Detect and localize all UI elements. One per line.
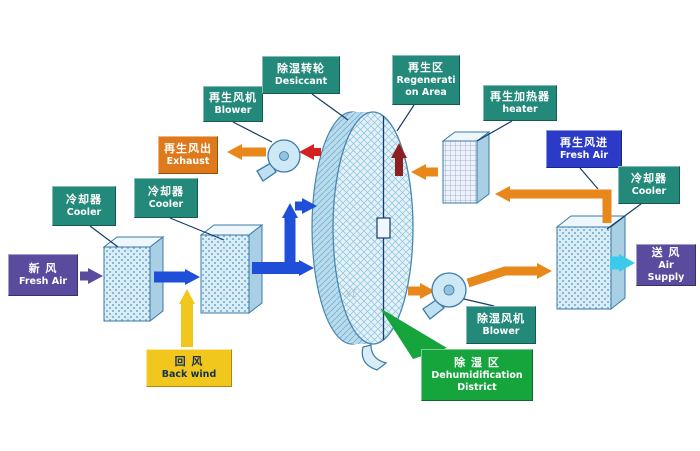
label-pointer-lines xyxy=(89,93,642,307)
label-desiccant-wheel-zh: 除湿转轮 xyxy=(277,61,325,75)
label-regen-blower-zh: 再生风机 xyxy=(209,90,257,104)
wheel-seal-curl-icon xyxy=(361,344,388,371)
label-dehum-blower: 除湿风机 Blower xyxy=(466,306,536,344)
wheel-axis-hub xyxy=(376,217,391,239)
label-regen-fresh-air-en: Fresh Air xyxy=(559,149,609,161)
label-regen-exhaust: 再生风出 Exhaust xyxy=(158,136,218,174)
label-dehum-blower-en: Blower xyxy=(482,325,520,337)
label-cooler-left-1-en: Cooler xyxy=(66,206,102,218)
label-cooler-right: 冷却器 Cooler xyxy=(618,166,680,204)
label-regen-heater: 再生加热器 heater xyxy=(483,85,557,121)
label-cooler-right-zh: 冷却器 xyxy=(631,171,667,185)
label-dehum-district-en: Dehumidification District xyxy=(431,369,523,394)
label-back-wind: 回 风 Back wind xyxy=(146,349,232,387)
label-regen-area-zh: 再生区 xyxy=(408,60,444,74)
label-dehum-district-zh: 除 湿 区 xyxy=(454,355,500,369)
label-regen-blower: 再生风机 Blower xyxy=(203,86,263,122)
regen-blower-fan-icon xyxy=(256,139,301,182)
label-air-supply-en: Air Supply xyxy=(647,259,685,284)
label-fresh-air-inlet-zh: 新 风 xyxy=(28,261,58,275)
label-regen-blower-en: Blower xyxy=(214,104,252,116)
label-back-wind-en: Back wind xyxy=(161,368,217,380)
label-desiccant-wheel: 除湿转轮 Desiccant xyxy=(262,56,340,94)
label-cooler-left-1-zh: 冷却器 xyxy=(66,192,102,206)
arrow-dehum-fan-to-cooler xyxy=(466,263,552,288)
label-desiccant-wheel-en: Desiccant xyxy=(274,75,328,87)
label-cooler-left-2-zh: 冷却器 xyxy=(148,184,184,198)
label-regen-area: 再生区 Regeneration Area xyxy=(392,55,460,105)
label-regen-exhaust-zh: 再生风出 xyxy=(164,141,212,155)
label-back-wind-zh: 回 风 xyxy=(174,354,204,368)
label-regen-fresh-air: 再生风进 Fresh Air xyxy=(546,130,622,168)
process-air-arrows xyxy=(80,198,635,347)
label-regen-heater-en: heater xyxy=(502,103,538,115)
dehum-blower-fan-icon xyxy=(422,272,467,320)
arrow-regen-inlet-to-heater xyxy=(495,186,612,223)
label-fresh-air-inlet: 新 风 Fresh Air xyxy=(8,254,78,296)
label-cooler-right-en: Cooler xyxy=(631,185,667,197)
label-air-supply: 送 风 Air Supply xyxy=(636,244,696,286)
label-cooler-left-2: 冷却器 Cooler xyxy=(134,178,198,218)
cooler-box-left-1 xyxy=(102,235,165,323)
dehum-district-pointer-wedge xyxy=(380,308,447,359)
label-air-supply-zh: 送 风 xyxy=(651,245,681,259)
label-fresh-air-inlet-en: Fresh Air xyxy=(18,275,68,287)
regen-heater-box xyxy=(441,131,491,204)
label-regen-exhaust-en: Exhaust xyxy=(166,155,210,167)
label-cooler-left-1: 冷却器 Cooler xyxy=(52,186,116,226)
label-regen-heater-zh: 再生加热器 xyxy=(490,89,550,103)
regen-air-arrows xyxy=(227,143,612,299)
label-cooler-left-2-en: Cooler xyxy=(148,198,184,210)
label-dehum-district: 除 湿 区 Dehumidification District xyxy=(421,349,533,401)
watermark-text: xt xyxy=(344,286,357,301)
desiccant-wheel-graphic xyxy=(311,111,414,345)
label-regen-fresh-air-zh: 再生风进 xyxy=(560,135,608,149)
label-regen-area-en: Regeneration Area xyxy=(396,74,456,99)
label-dehum-blower-zh: 除湿风机 xyxy=(477,311,525,325)
